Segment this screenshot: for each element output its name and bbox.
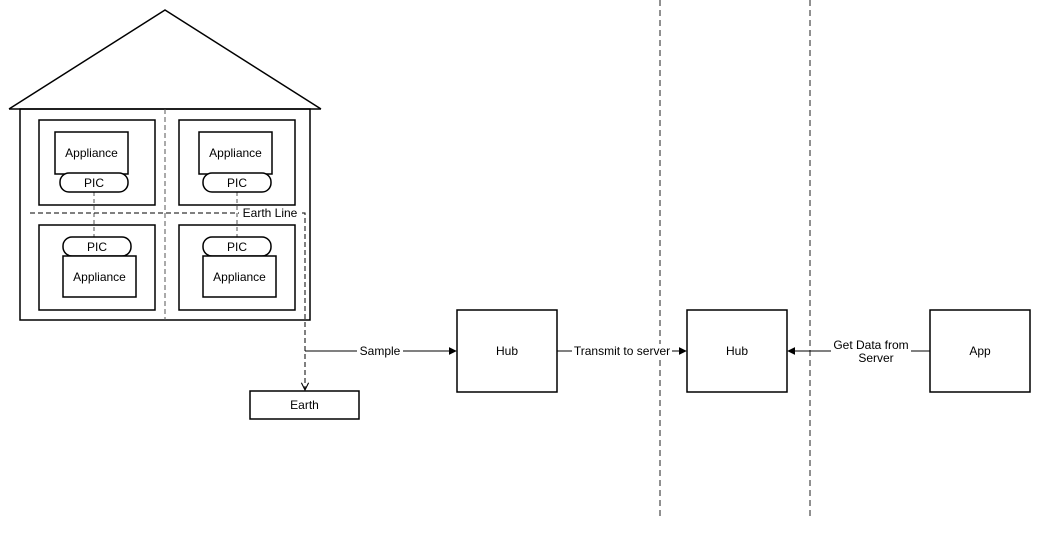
transmit-label-bg xyxy=(572,344,672,358)
app-node xyxy=(929,309,1031,393)
earth-node xyxy=(249,390,360,420)
pic-label: PIC xyxy=(227,240,247,254)
appliance-label: Appliance xyxy=(73,270,126,284)
pic-box xyxy=(202,172,272,193)
appliance-label: Appliance xyxy=(213,270,266,284)
earth-line-label: Earth Line xyxy=(243,206,298,220)
get-data-label-bg xyxy=(831,337,911,365)
house: Earth Line Appliance PIC Appliance PIC P… xyxy=(8,9,322,390)
earth-label: Earth xyxy=(290,398,319,412)
appliance-box xyxy=(62,255,137,298)
room-bottom-right xyxy=(178,224,296,311)
earth-line xyxy=(30,212,305,390)
pic-label: PIC xyxy=(87,240,107,254)
app-label: App xyxy=(969,344,991,358)
appliance-box xyxy=(202,255,277,298)
hub-local-node xyxy=(456,309,558,393)
appliance-box xyxy=(54,131,129,175)
earth-line-label-bg xyxy=(239,207,301,220)
room-top-right xyxy=(178,119,296,206)
sample-label-bg xyxy=(357,344,403,358)
transmit-label: Transmit to server xyxy=(574,344,670,358)
pic-label: PIC xyxy=(84,176,104,190)
hub-local-label: Hub xyxy=(496,344,518,358)
get-data-label-line1: Get Data from xyxy=(833,338,908,352)
hub-server-label: Hub xyxy=(726,344,748,358)
appliance-box xyxy=(198,131,273,175)
appliance-label: Appliance xyxy=(209,146,262,160)
pic-label: PIC xyxy=(227,176,247,190)
get-data-label-line2: Server xyxy=(858,351,893,365)
house-roof xyxy=(8,9,322,110)
appliance-label: Appliance xyxy=(65,146,118,160)
hub-server-node xyxy=(686,309,788,393)
sample-label: Sample xyxy=(360,344,401,358)
room-bottom-left xyxy=(38,224,156,311)
room-top-left xyxy=(38,119,156,206)
pic-box xyxy=(59,172,129,193)
